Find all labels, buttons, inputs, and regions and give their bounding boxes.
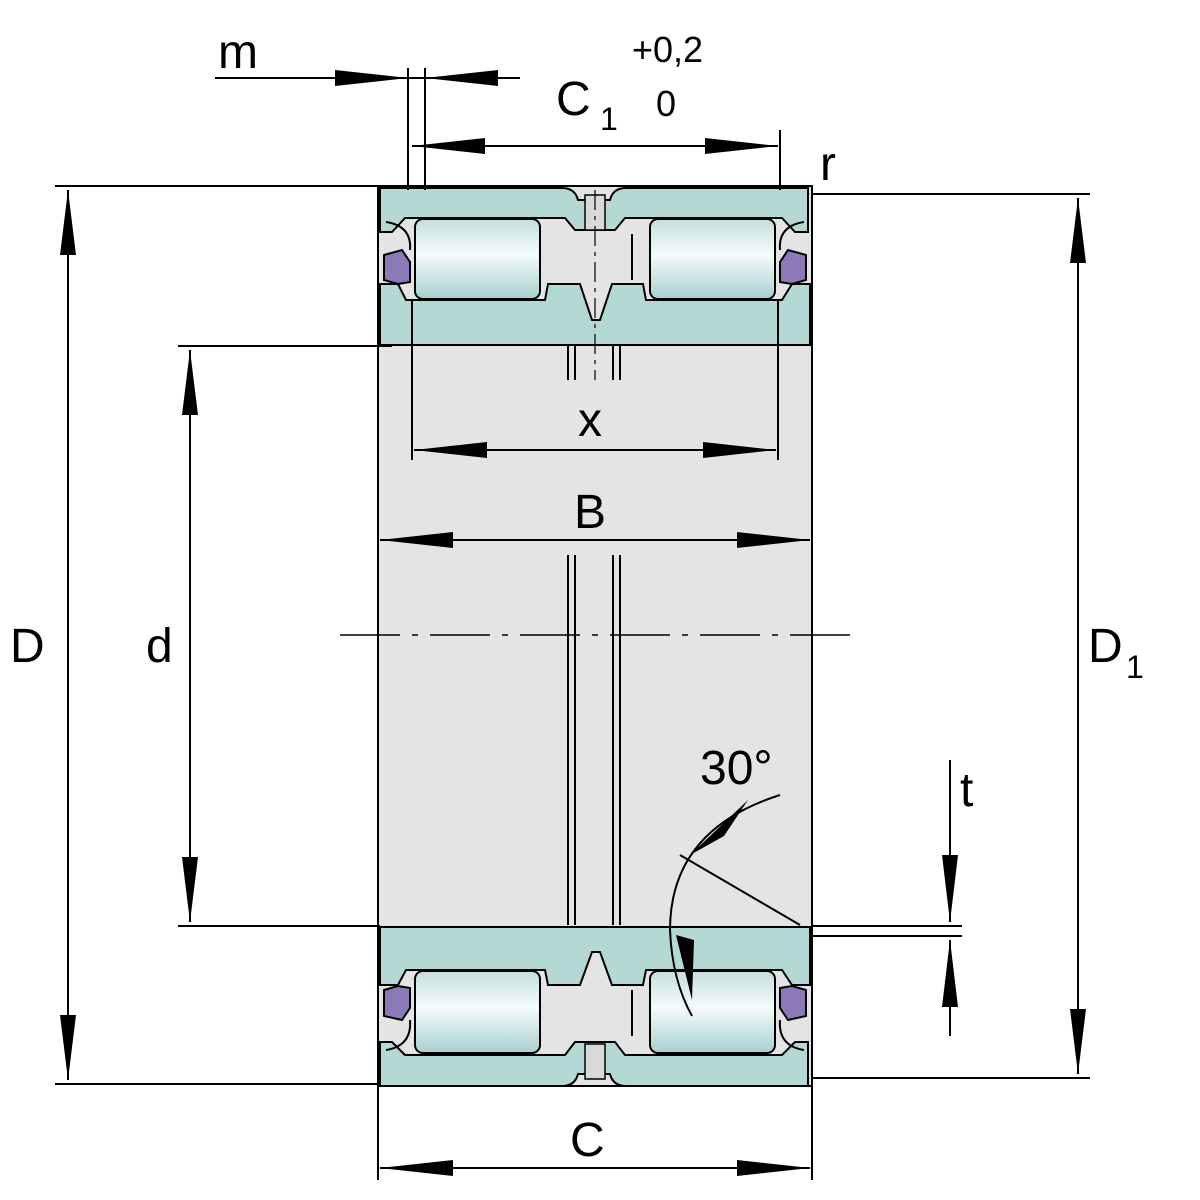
label-r: r (820, 138, 836, 191)
label-tolerance-upper: +0,2 (632, 29, 703, 70)
label-m: m (218, 26, 258, 79)
seal-bottom-right (779, 984, 807, 1022)
label-b: B (574, 486, 606, 539)
label-d-outer: D (10, 620, 45, 673)
label-t: t (960, 764, 973, 817)
label-tolerance-lower: 0 (656, 83, 676, 124)
center-groove (567, 345, 621, 925)
arrowheads (60, 70, 1086, 1176)
roller-bottom-left (414, 970, 541, 1054)
label-c1-subscript: 1 (600, 101, 618, 137)
roller-top-right (649, 218, 776, 300)
label-c1: C (556, 73, 591, 126)
label-x: x (578, 394, 602, 447)
seal-top-right (779, 248, 807, 286)
label-d1: D (1088, 620, 1123, 673)
label-c: C (570, 1114, 605, 1167)
roller-bottom-right (649, 970, 776, 1054)
label-d1-subscript: 1 (1126, 649, 1144, 685)
seal-bottom-left (383, 984, 411, 1022)
top-bearing-section (379, 187, 811, 346)
roller-top-left (414, 218, 541, 300)
label-d-bore: d (146, 620, 173, 673)
label-angle: 30° (700, 742, 773, 795)
inner-ring-bottom (379, 926, 811, 986)
seal-top-left (383, 248, 411, 286)
